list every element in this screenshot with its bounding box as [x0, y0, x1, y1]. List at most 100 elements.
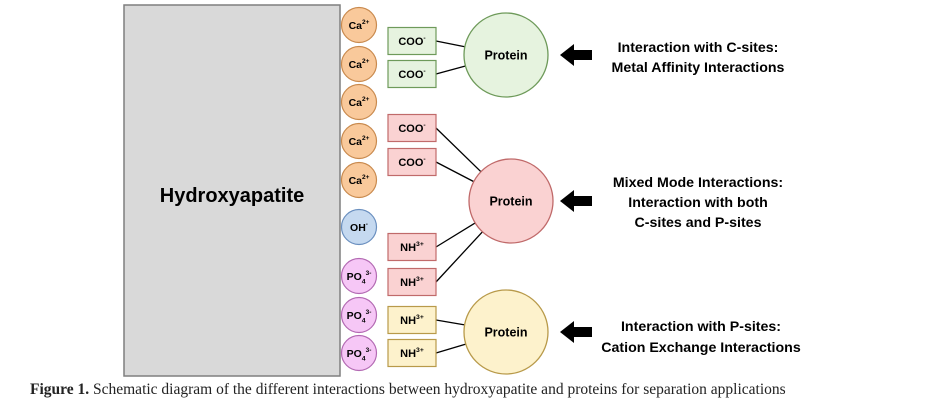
chem-label: COO- — [398, 122, 425, 135]
chem-superscript: 2+ — [362, 96, 370, 103]
chem-label: PO43- — [347, 309, 372, 324]
chem-base: COO — [398, 123, 424, 135]
chem-superscript: 2+ — [362, 174, 370, 181]
protein-circle — [468, 158, 554, 244]
surface-site-ca-circle — [340, 6, 378, 44]
annotation-line: Interaction with both — [628, 195, 768, 211]
chem-base: PO — [347, 310, 362, 322]
chem-subscript: 4 — [362, 355, 366, 362]
link-line — [435, 231, 483, 283]
chem-superscript: 3+ — [416, 314, 424, 321]
functional-group-coo-box — [387, 147, 437, 177]
chem-base: PO — [347, 271, 362, 283]
connection-lines — [435, 40, 483, 354]
chem-label: NH3+ — [400, 241, 424, 254]
chem-superscript: - — [423, 68, 425, 75]
surface-sites: Ca2+Ca2+Ca2+Ca2+Ca2+OH-PO43-PO43-PO43- — [340, 6, 378, 372]
chem-superscript: 3- — [366, 347, 372, 354]
annotation-line: Interaction with C-sites: — [618, 40, 779, 56]
hydroxyapatite-label: Hydroxyapatite — [160, 185, 305, 207]
surface-site-po-circle — [340, 334, 378, 372]
functional-groups: COO-COO-COO-COO-NH3+NH3+NH3+NH3+ — [387, 26, 437, 368]
surface-site-oh-circle — [340, 208, 378, 246]
functional-group-nh-box — [387, 305, 437, 335]
chem-subscript: 4 — [362, 317, 366, 324]
chem-label: NH3+ — [400, 347, 424, 360]
annotation-arrows — [560, 44, 592, 343]
chem-subscript: 4 — [362, 278, 366, 285]
functional-group-coo-box — [387, 113, 437, 143]
link-line — [435, 343, 466, 354]
chem-label: Ca2+ — [349, 96, 370, 109]
chem-base: NH — [400, 315, 416, 327]
chem-base: Ca — [349, 20, 363, 32]
caption-prefix: Figure 1. — [30, 381, 90, 398]
chem-superscript: 3+ — [416, 276, 424, 283]
chem-base: NH — [400, 348, 416, 360]
left-arrow-icon — [560, 190, 592, 212]
chem-base: Ca — [349, 97, 363, 109]
chem-superscript: 3+ — [416, 347, 424, 354]
link-line — [435, 222, 476, 248]
link-line — [435, 65, 466, 75]
chem-label: Ca2+ — [349, 135, 370, 148]
functional-group-nh-box — [387, 232, 437, 262]
link-line — [435, 319, 465, 326]
functional-group-nh-box — [387, 338, 437, 368]
annotation-line: Metal Affinity Interactions — [612, 60, 785, 76]
annotation-line: Cation Exchange Interactions — [601, 340, 801, 356]
left-arrow-icon — [560, 321, 592, 343]
chem-label: COO- — [398, 68, 425, 81]
surface-site-ca-circle — [340, 45, 378, 83]
link-line — [435, 127, 482, 173]
chem-superscript: 2+ — [362, 135, 370, 142]
chem-base: COO — [398, 157, 424, 169]
chem-label: PO43- — [347, 270, 372, 285]
chem-base: OH — [350, 222, 366, 234]
functional-group-coo-box — [387, 59, 437, 89]
functional-group-nh-box — [387, 267, 437, 297]
chem-base: COO — [398, 69, 424, 81]
chem-base: Ca — [349, 136, 363, 148]
protein-label: Protein — [489, 195, 532, 209]
chem-superscript: - — [423, 35, 425, 42]
chem-superscript: 3- — [366, 309, 372, 316]
chem-label: Ca2+ — [349, 174, 370, 187]
chem-superscript: - — [423, 156, 425, 163]
chem-base: Ca — [349, 59, 363, 71]
chem-base: NH — [400, 277, 416, 289]
caption-text: Schematic diagram of the different inter… — [89, 381, 786, 398]
protein-circle — [463, 289, 549, 375]
hydroxyapatite-block — [123, 4, 341, 377]
annotations: Interaction with C-sites: Metal Affinity … — [601, 40, 801, 356]
chem-superscript: 3+ — [416, 241, 424, 248]
surface-site-po-circle — [340, 296, 378, 334]
chem-label: COO- — [398, 35, 425, 48]
protein-circle — [463, 12, 549, 98]
surface-site-po-circle — [340, 257, 378, 295]
chem-base: PO — [347, 348, 362, 360]
chem-label: OH- — [350, 221, 368, 234]
functional-group-coo-box — [387, 26, 437, 56]
chem-label: Ca2+ — [349, 58, 370, 71]
surface-site-ca-circle — [340, 83, 378, 121]
annotation-line: Interaction with P-sites: — [621, 319, 781, 335]
chem-label: NH3+ — [400, 276, 424, 289]
left-arrow-icon — [560, 44, 592, 66]
chem-superscript: 3- — [366, 270, 372, 277]
chem-label: COO- — [398, 156, 425, 169]
protein-label: Protein — [484, 326, 527, 340]
chem-superscript: - — [366, 221, 368, 228]
chem-superscript: 2+ — [362, 19, 370, 26]
chem-superscript: 2+ — [362, 58, 370, 65]
link-line — [435, 40, 465, 48]
chem-base: NH — [400, 242, 416, 254]
chem-base: COO — [398, 36, 424, 48]
chem-superscript: - — [423, 122, 425, 129]
link-line — [435, 161, 475, 183]
chem-label: NH3+ — [400, 314, 424, 327]
protein-label: Protein — [484, 49, 527, 63]
annotation-line: C-sites and P-sites — [635, 215, 762, 231]
chem-base: Ca — [349, 175, 363, 187]
